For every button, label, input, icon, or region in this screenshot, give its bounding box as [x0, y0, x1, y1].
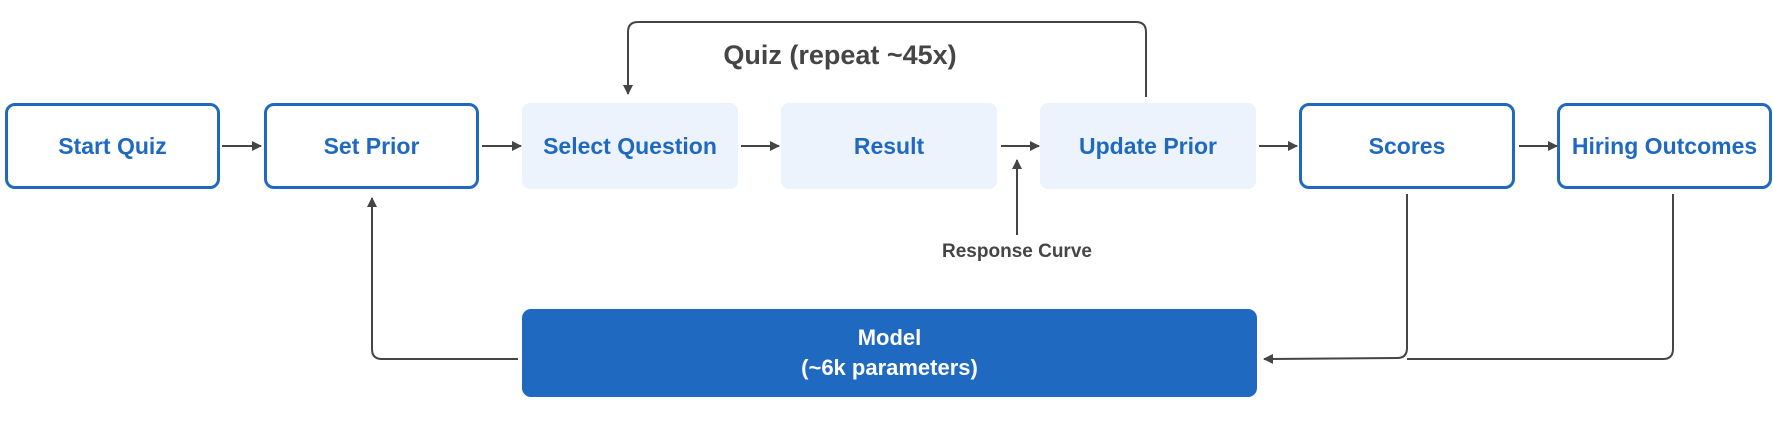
arrow-model-to-setprior — [367, 197, 518, 360]
node-update-prior[interactable]: Update Prior — [1040, 103, 1256, 189]
node-model[interactable]: Model (~6k parameters) — [522, 309, 1257, 397]
node-scores[interactable]: Scores — [1299, 103, 1515, 189]
model-title: Model — [857, 325, 922, 350]
loop-label: Quiz (repeat ~45x) — [723, 40, 957, 70]
arrow-loop-back — [623, 21, 1147, 97]
arrow-scores-to-model — [1263, 194, 1408, 364]
node-result[interactable]: Result — [781, 103, 997, 189]
node-start-quiz[interactable]: Start Quiz — [5, 103, 220, 189]
model-subtitle: (~6k parameters) — [801, 355, 978, 380]
node-set-prior[interactable]: Set Prior — [264, 103, 479, 189]
response-curve-label: Response Curve — [942, 241, 1092, 262]
node-select-question[interactable]: Select Question — [522, 103, 738, 189]
arrow-hiring-to-model — [1407, 194, 1674, 360]
node-hiring-outcomes[interactable]: Hiring Outcomes — [1557, 103, 1772, 189]
